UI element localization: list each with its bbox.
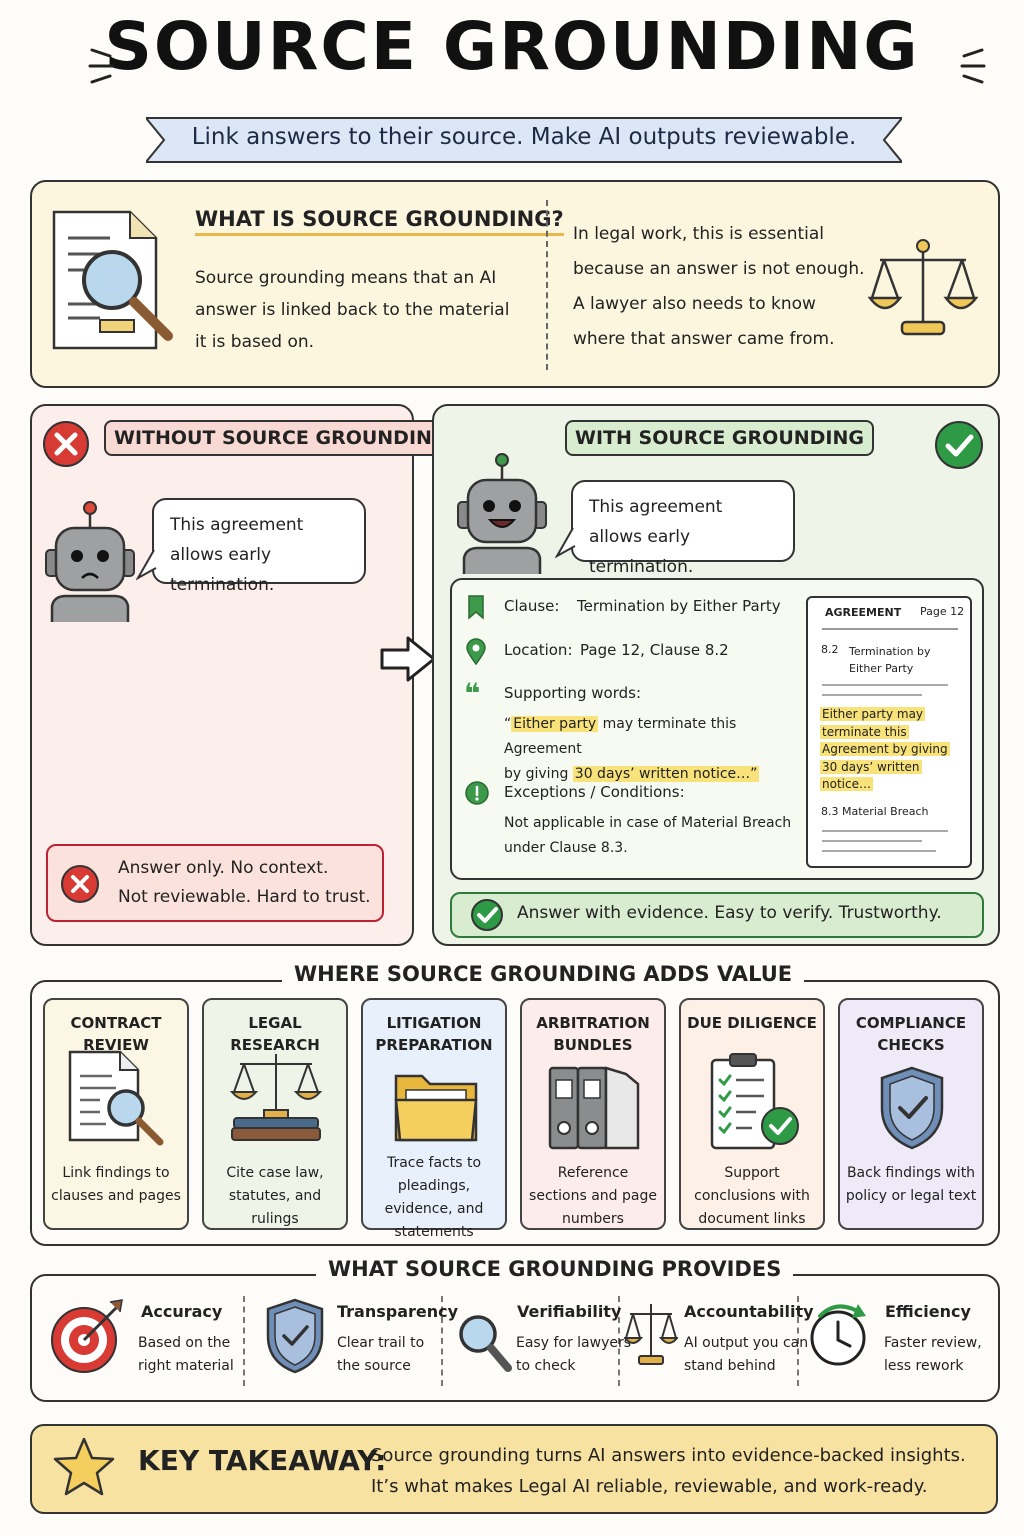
- check-circle-icon: [935, 421, 983, 469]
- value-desc-litigation: Trace facts to pleadings, evidence, and …: [384, 1155, 484, 1240]
- checklist-icon: [710, 1053, 799, 1150]
- clause-label: Clause:: [504, 597, 560, 615]
- value-title-arbitration: ARBITRATION BUNDLES: [536, 1014, 650, 1054]
- provides-desc-efficiency: Faster review,less rework: [884, 1335, 982, 1374]
- value-desc-legal-research: Cite case law, statutes, and rulings: [226, 1165, 324, 1227]
- location-value: Page 12, Clause 8.2: [580, 641, 729, 659]
- check-circle-icon: [471, 899, 503, 931]
- shield-icon: [266, 1298, 324, 1374]
- without-speech-bubble: This agreement allows early termination.: [152, 498, 366, 595]
- quote-icon: ❝: [464, 677, 481, 710]
- bubble-tail: [136, 549, 157, 581]
- x-circle-icon: [61, 865, 99, 903]
- provides-title-accountability: Accountability: [684, 1302, 814, 1321]
- value-desc-contract-review: Link findings to clauses and pages: [51, 1165, 181, 1204]
- with-speech-bubble: This agreement allows early termination.: [571, 480, 795, 577]
- doc-rule: [822, 628, 958, 630]
- clock-arrow-icon: [810, 1304, 866, 1366]
- scales-books-icon: [229, 1054, 323, 1141]
- folder-icon: [394, 1074, 478, 1142]
- takeaway-label: KEY TAKEAWAY:: [138, 1444, 387, 1477]
- supporting-quote: “Either party may terminate this Agreeme…: [504, 716, 760, 782]
- exceptions-label: Exceptions / Conditions:: [504, 783, 685, 801]
- value-desc-arbitration: Reference sections and page numbers: [529, 1165, 657, 1227]
- provides-title-efficiency: Efficiency: [885, 1302, 971, 1321]
- what-heading: WHAT IS SOURCE GROUNDING?: [195, 207, 564, 236]
- sparkle-right-icon: [960, 48, 986, 84]
- without-verdict-box: [46, 844, 384, 922]
- takeaway-text: Source grounding turns AI answers into e…: [371, 1445, 966, 1497]
- doc-sec2: 8.3 Material Breach: [821, 805, 929, 818]
- value-title-contract-review: CONTRACT REVIEW: [70, 1014, 162, 1054]
- target-icon: [51, 1299, 123, 1373]
- scales-icon: [868, 239, 978, 336]
- shield-check-icon: [880, 1066, 944, 1150]
- document-magnifier-icon: [68, 1050, 164, 1146]
- doc-heading: AGREEMENT: [825, 606, 902, 619]
- divider: [441, 1296, 443, 1386]
- exceptions-text: Not applicable in case of Material Breac…: [504, 815, 792, 856]
- magnifier-icon: [459, 1315, 512, 1372]
- document-magnifier-icon: [52, 210, 173, 350]
- supporting-label: Supporting words:: [504, 684, 641, 702]
- what-description: Source grounding means that an AI answer…: [195, 268, 510, 352]
- doc-line: [822, 694, 922, 696]
- provides-title-transparency: Transparency: [337, 1302, 459, 1321]
- binders-icon: [548, 1066, 640, 1150]
- arrow-right-icon: [380, 636, 436, 682]
- divider: [243, 1296, 245, 1386]
- doc-sec1-title: Termination by Either Party: [849, 645, 931, 675]
- star-icon: [53, 1437, 115, 1496]
- provides-section-title: WHAT SOURCE GROUNDING PROVIDES: [316, 1257, 794, 1281]
- provides-title-accuracy: Accuracy: [141, 1302, 223, 1321]
- sparkle-left-icon: [88, 48, 114, 84]
- doc-highlight: Either party may terminate this Agreemen…: [820, 707, 950, 791]
- doc-sec1-num: 8.2: [821, 643, 839, 656]
- provides-title-verifiability: Verifiability: [517, 1302, 622, 1321]
- with-grounding-tag: WITH SOURCE GROUNDING: [565, 420, 874, 456]
- doc-line: [822, 684, 948, 686]
- value-title-litigation: LITIGATION PREPARATION: [375, 1014, 493, 1054]
- divider: [797, 1296, 799, 1386]
- divider: [546, 200, 548, 370]
- value-desc-due-diligence: Support conclusions with document links: [694, 1165, 810, 1227]
- with-verdict-text: Answer with evidence. Easy to verify. Tr…: [517, 903, 942, 923]
- x-circle-icon: [43, 421, 89, 467]
- value-section-title: WHERE SOURCE GROUNDING ADDS VALUE: [282, 962, 805, 986]
- robot-confused-icon: [45, 501, 135, 622]
- scales-icon: [624, 1304, 678, 1365]
- what-is-panel: [30, 180, 1000, 388]
- exclamation-icon: [465, 781, 489, 805]
- with-verdict-box: [450, 892, 984, 938]
- value-title-compliance: COMPLIANCE CHECKS: [855, 1014, 967, 1054]
- value-desc-compliance: Back findings with policy or legal text: [845, 1165, 977, 1204]
- without-verdict-text: Answer only. No context. Not reviewable.…: [118, 858, 371, 907]
- bookmark-icon: [468, 595, 484, 620]
- clause-value: Termination by Either Party: [577, 597, 781, 615]
- value-title-legal-research: LEGAL RESEARCH: [230, 1014, 320, 1054]
- doc-line: [822, 830, 948, 832]
- divider: [618, 1296, 620, 1386]
- page-title: SOURCE GROUNDING: [104, 8, 920, 85]
- bubble-tail: [555, 527, 576, 559]
- key-takeaway-panel: [30, 1424, 998, 1514]
- location-pin-icon: [466, 638, 486, 666]
- doc-line: [822, 850, 936, 852]
- subtitle: Link answers to their source. Make AI ou…: [191, 124, 857, 150]
- doc-line: [822, 840, 922, 842]
- doc-page: Page 12: [920, 605, 965, 618]
- legal-importance-text: In legal work, this is essential because…: [573, 224, 865, 349]
- without-grounding-tag: WITHOUT SOURCE GROUNDING: [104, 420, 458, 456]
- value-title-due-diligence: DUE DILIGENCE: [687, 1014, 817, 1032]
- subtitle-banner: [146, 117, 902, 163]
- robot-happy-icon: [457, 453, 547, 574]
- location-label: Location:: [504, 641, 573, 659]
